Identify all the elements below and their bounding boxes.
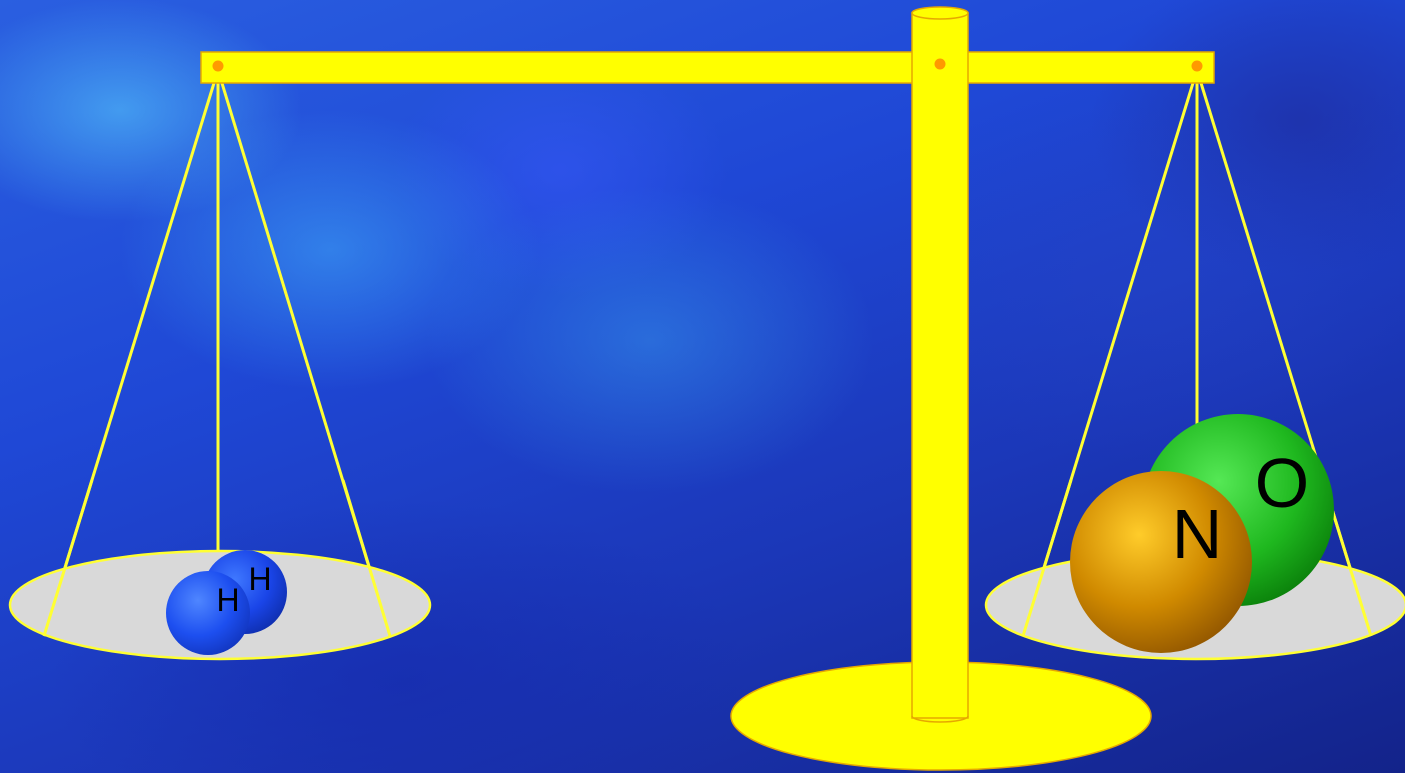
scale-post-top <box>912 7 968 19</box>
scale-post <box>912 13 968 718</box>
center-pivot-dot <box>935 59 946 70</box>
oxygen-label: O <box>1255 444 1309 522</box>
left-pivot-dot <box>213 61 224 72</box>
hydrogen-front-label: H <box>216 582 239 618</box>
hydrogen-back-label: H <box>248 561 271 597</box>
nitrogen-label: N <box>1172 495 1223 573</box>
right-pivot-dot <box>1192 61 1203 72</box>
nitrogen-atom <box>1070 471 1252 653</box>
scale-beam <box>201 52 1214 83</box>
